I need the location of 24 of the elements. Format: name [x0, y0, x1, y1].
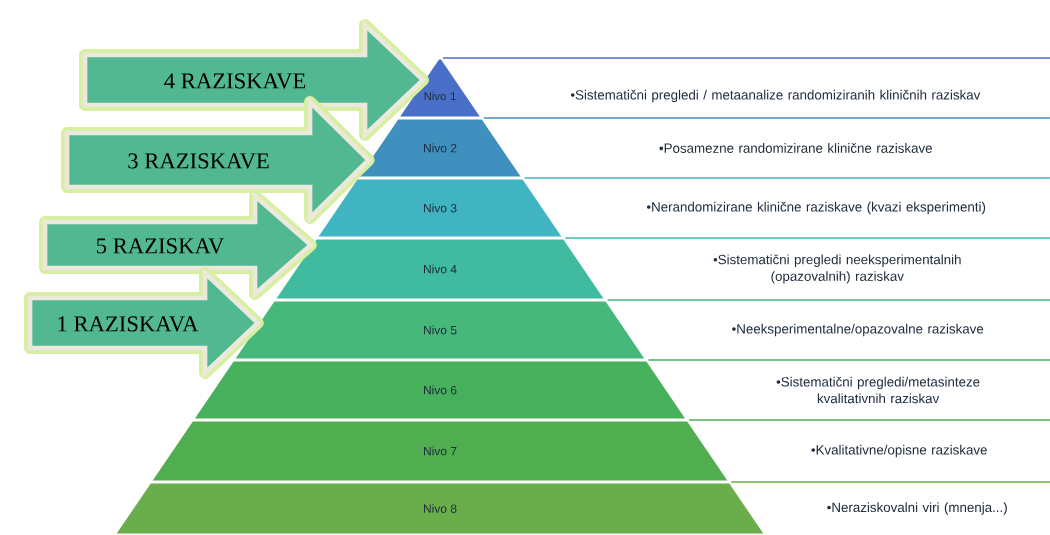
pyramid-level: Nivo 1	[400, 59, 480, 117]
pyramid-level: Nivo 4	[276, 239, 604, 299]
pyramid-level: Nivo 3	[318, 179, 562, 237]
description-text: •Neraziskovalni viri (mnenja...)	[827, 502, 1007, 515]
description-text: •Sistematični pregledi neeksperimentalnih (opazovalnih) raziskav	[713, 254, 961, 284]
description-text: •Sistematični pregledi/metasinteze kvalitativnih raziskav	[776, 376, 980, 404]
block-arrow	[24, 267, 264, 379]
pyramid-level: Nivo 8	[116, 483, 764, 534]
edge-label: 5 RAZISKAV	[97, 238, 225, 254]
description-text: •Kvalitativne/opisne raziskave	[811, 444, 987, 458]
pyramid-level: Nivo 5	[235, 301, 645, 359]
edge-label: 4 RAZISKAVE	[164, 73, 306, 89]
description-text: •Nerandomizirane klinične raziskave (kvazi eksperimenti)	[646, 201, 986, 215]
block-arrow	[79, 19, 429, 141]
block-arrow	[61, 96, 375, 224]
block-arrow	[39, 190, 317, 300]
edge-label: 3 RAZISKAVE	[128, 153, 269, 169]
pyramid-level: Nivo 7	[152, 421, 728, 481]
pyramid-level: Nivo 6	[194, 361, 686, 419]
description-text: •Posamezne randomizirane klinične raziskave	[659, 143, 932, 153]
pyramid-level: Nivo 2	[359, 119, 521, 177]
edge-label: 1 RAZISKAVA	[58, 316, 199, 332]
description-text: •Sistematični pregledi / metaanalize randomiziranih kliničnih raziskav	[570, 89, 981, 103]
description-text: •Neeksperimentalne/opazovalne raziskave	[732, 323, 984, 337]
